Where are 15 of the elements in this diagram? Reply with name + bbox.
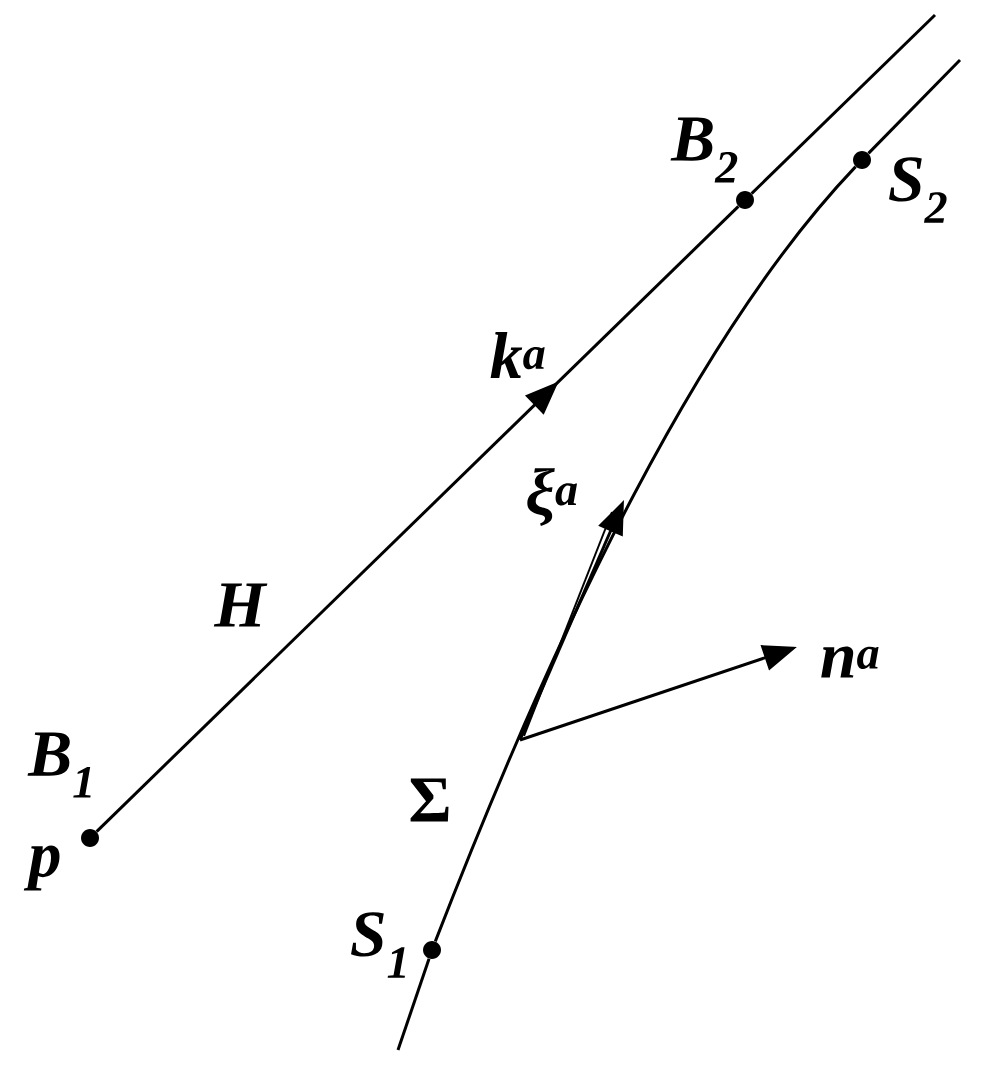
line [95, 205, 740, 833]
point-label: B$_{1}$ [27, 732, 91, 798]
line [433, 165, 857, 942]
math-symbol: k$^{a}$ [490, 332, 545, 378]
math-symbol: ξ$^{a}$ [527, 467, 578, 526]
edge-label: H [212, 581, 268, 629]
math-symbol: n$^{a}$ [821, 646, 879, 678]
math-symbol: Σ [410, 778, 449, 822]
point-label: B$_{2}$ [670, 117, 738, 183]
line [750, 13, 937, 195]
point-label: S$_{1}$ [351, 912, 405, 978]
line [396, 958, 431, 1051]
line [867, 58, 962, 155]
point-label: p [23, 845, 60, 891]
point-label: S$_{2}$ [889, 157, 947, 223]
